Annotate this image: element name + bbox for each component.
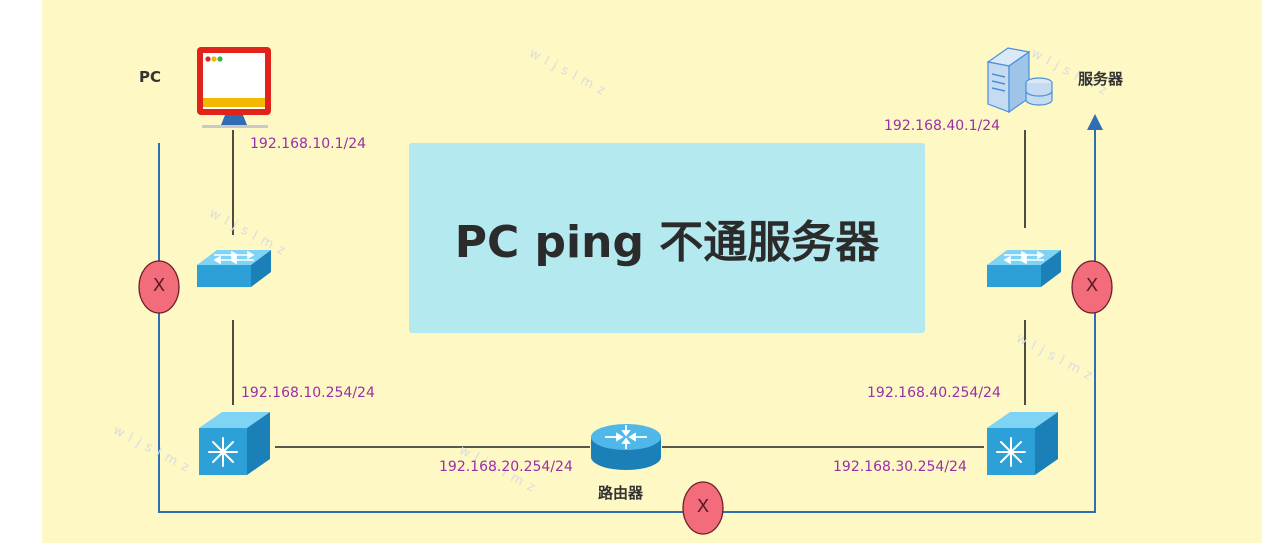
gateway-left-label: 192.168.10.254/24 bbox=[241, 385, 375, 401]
fail-mark-bottom-text: X bbox=[696, 496, 710, 517]
layer3-switch-icon-right bbox=[987, 412, 1058, 475]
fail-mark-right-text: X bbox=[1085, 275, 1099, 296]
pc-label: PC bbox=[139, 68, 162, 86]
server-icon bbox=[986, 47, 1053, 114]
router-label: 路由器 bbox=[598, 484, 644, 502]
diagram-canvas: X X X wljslmz wljslmz wljslmz wljslmz wl… bbox=[42, 0, 1262, 543]
router-right-ip-label: 192.168.30.254/24 bbox=[833, 459, 967, 475]
router-icon bbox=[591, 424, 661, 470]
layer3-switch-icon-left bbox=[199, 412, 270, 475]
title-box: PC ping 不通服务器 bbox=[409, 143, 925, 333]
diagram-title: PC ping 不通服务器 bbox=[454, 217, 880, 268]
links bbox=[232, 130, 1026, 448]
fail-marker-right bbox=[1071, 260, 1113, 314]
pc-ip-label: 192.168.10.1/24 bbox=[250, 136, 367, 152]
switch-icon-left bbox=[197, 250, 271, 287]
server-label: 服务器 bbox=[1078, 70, 1124, 88]
fail-marker-bottom bbox=[682, 481, 724, 535]
fail-marker-left bbox=[138, 260, 180, 314]
switch-icon-right bbox=[987, 250, 1061, 287]
server-ip-label: 192.168.40.1/24 bbox=[884, 118, 1001, 134]
ping-path-line bbox=[158, 114, 1103, 513]
topology-lines bbox=[138, 47, 1113, 535]
router-left-ip-label: 192.168.20.254/24 bbox=[439, 459, 573, 475]
monitor-icon bbox=[197, 47, 271, 128]
ping-path bbox=[158, 114, 1103, 513]
fail-mark-left-text: X bbox=[152, 275, 166, 296]
gateway-right-label: 192.168.40.254/24 bbox=[867, 385, 1001, 401]
